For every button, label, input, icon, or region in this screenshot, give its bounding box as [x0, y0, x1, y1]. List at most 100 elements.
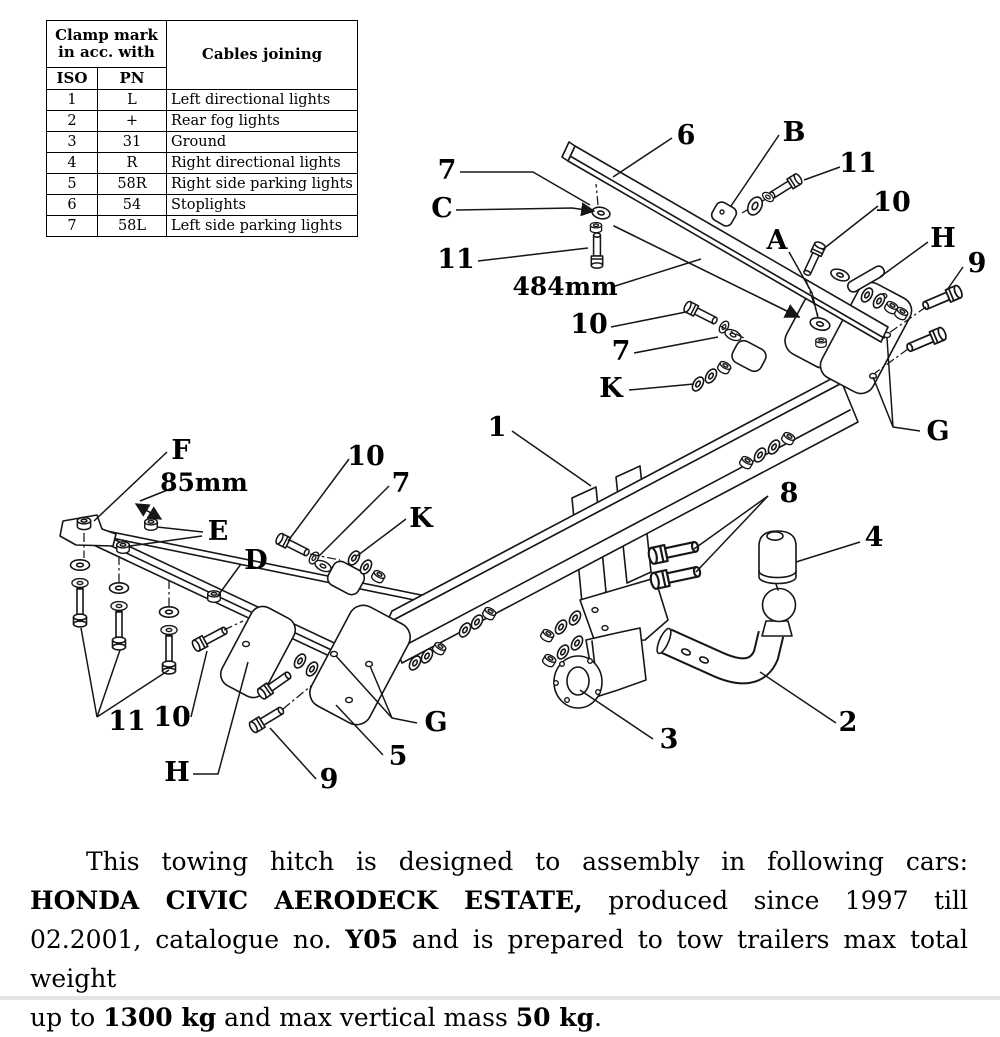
max-weight-text: 1300 kg — [103, 1003, 217, 1032]
cell-cables: Right directional lights — [166, 152, 358, 174]
ball-cover-part-4 — [758, 530, 797, 591]
cell-iso: 7 — [46, 215, 98, 237]
leader-lines — [80, 134, 964, 780]
callout-10-mid: 10 — [570, 309, 608, 340]
dimension-85mm-label: 85mm — [160, 468, 248, 497]
cell-iso: 6 — [46, 194, 98, 216]
callout-E: E — [208, 516, 229, 547]
callout-9-bottom-left: 9 — [320, 764, 339, 795]
bottom-left-bracket-H — [219, 605, 333, 702]
table-row: 7 58L Left side parking lights — [46, 215, 358, 237]
footer-paragraph: This towing hitch is designed to assembl… — [30, 842, 968, 1037]
table-row: 1 L Left directional lights — [46, 89, 358, 111]
crossbar-left-end-plate — [309, 604, 411, 726]
footer-text: and max vertical mass — [216, 1003, 516, 1032]
bolt-11-top-right — [741, 171, 805, 216]
cell-pn: 31 — [97, 131, 167, 153]
callout-H-right: H — [930, 223, 956, 254]
dimension-85-arrow — [134, 503, 163, 520]
washer-stack-K-top — [689, 339, 767, 394]
cell-cables: Stoplights — [166, 194, 358, 216]
table-header-cables-joining: Cables joining — [166, 20, 358, 90]
washer-stack-K-left — [326, 548, 387, 596]
table-row: 2 + Rear fog lights — [46, 110, 358, 132]
callout-6: 6 — [677, 120, 696, 151]
callout-5: 5 — [389, 741, 408, 772]
tab-B — [710, 201, 738, 227]
hanging-bolt-stacks — [69, 533, 180, 675]
washer-A — [809, 317, 831, 349]
callout-1: 1 — [488, 412, 507, 443]
callout-11-top-right: 11 — [839, 148, 877, 179]
cell-cables: Left side parking lights — [166, 215, 358, 237]
callout-A: A — [766, 225, 789, 256]
footer-line-1: This towing hitch is designed to assembl… — [30, 842, 968, 881]
cell-iso: 4 — [46, 152, 98, 174]
weld-nut-E — [115, 541, 131, 555]
cell-iso: 1 — [46, 89, 98, 111]
cell-cables: Rear fog lights — [166, 110, 358, 132]
callout-7-mid-left: 7 — [392, 468, 411, 499]
cell-pn: 58L — [97, 215, 167, 237]
table-row: 4 R Right directional lights — [46, 152, 358, 174]
car-model-text: HONDA CIVIC AERODECK ESTATE, — [30, 886, 583, 915]
footer-text: . — [594, 1003, 602, 1032]
cell-iso: 5 — [46, 173, 98, 195]
bracket-F — [59, 514, 117, 547]
washer-C-and-bolt-11 — [589, 183, 611, 269]
callout-G-right: G — [926, 416, 949, 447]
callout-10-mid-left: 10 — [347, 441, 385, 472]
callout-F: F — [171, 435, 190, 466]
ball-collar — [761, 620, 793, 637]
footer-text: produced since 1997 till — [582, 886, 968, 915]
footer-line-2: HONDA CIVIC AERODECK ESTATE, produced si… — [30, 881, 968, 920]
clamp-mark-table: Clamp mark in acc. with Cables joining I… — [46, 19, 358, 237]
footer-text: 02.2001, catalogue no. — [30, 925, 346, 954]
table-header-iso: ISO — [46, 67, 98, 90]
bolt-10-mid-left — [273, 531, 341, 575]
bolts-9-right — [874, 283, 965, 374]
callout-7-top-left: 7 — [438, 155, 457, 186]
footer-line-3: 02.2001, catalogue no. Y05 and is prepar… — [30, 920, 968, 998]
table-header-pn: PN — [97, 67, 167, 90]
footer-text: up to — [30, 1003, 104, 1032]
catalogue-no-text: Y05 — [345, 925, 399, 954]
dimension-484-arrow — [613, 225, 801, 318]
callout-11-top-left: 11 — [437, 244, 475, 275]
max-vertical-mass-text: 50 kg — [515, 1003, 595, 1032]
bumper-rail-part-6 — [561, 141, 889, 343]
callout-B: B — [783, 117, 806, 148]
table-row: 3 31 Ground — [46, 131, 358, 153]
callout-H-bottom-left: H — [164, 757, 190, 788]
towbar-exploded-diagram: 6 B 11 10 A H 9 7 C 11 10 7 K G 1 F 10 7… — [59, 117, 986, 795]
weld-nut-D — [206, 590, 222, 604]
callout-labels: 6 B 11 10 A H 9 7 C 11 10 7 K G 1 F 10 7… — [108, 117, 986, 795]
footer-text: and is prepared to tow trailers max tota… — [30, 925, 968, 993]
callout-K-mid: K — [599, 373, 624, 404]
towball-part-2 — [656, 587, 797, 685]
callout-C: C — [431, 193, 453, 224]
tow-ball — [761, 587, 797, 623]
callout-3: 3 — [660, 724, 679, 755]
cell-cables: Right side parking lights — [166, 173, 358, 195]
cell-pn: R — [97, 152, 167, 174]
cell-cables: Ground — [166, 131, 358, 153]
callout-7-mid: 7 — [612, 336, 631, 367]
table-header-clamp-mark: Clamp mark in acc. with — [46, 19, 167, 69]
cell-iso: 3 — [46, 131, 98, 153]
callout-9-right: 9 — [968, 248, 987, 279]
page-edge-strip — [0, 996, 1000, 1000]
socket-plate-part-3 — [538, 608, 647, 709]
callout-D: D — [244, 545, 267, 576]
cell-pn: 58R — [97, 173, 167, 195]
dimension-484mm-label: 484mm — [512, 272, 617, 301]
callout-8: 8 — [780, 478, 799, 509]
bolts-8 — [646, 537, 703, 591]
cell-iso: 2 — [46, 110, 98, 132]
callout-10-right: 10 — [873, 187, 911, 218]
cell-cables: Left directional lights — [166, 89, 358, 111]
cell-pn: L — [97, 89, 167, 111]
callout-10-bottom-left: 10 — [153, 702, 191, 733]
callout-G-bottom: G — [424, 707, 447, 738]
table-row: 5 58R Right side parking lights — [46, 173, 358, 195]
